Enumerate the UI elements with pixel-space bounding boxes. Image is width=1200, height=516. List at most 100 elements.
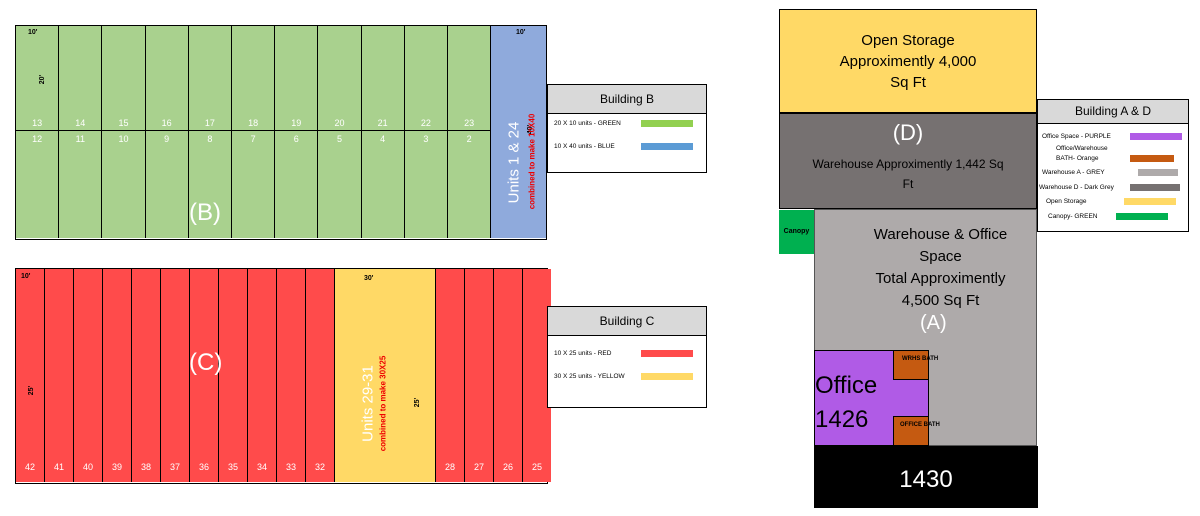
warehouse-a-label-2: Space (919, 248, 962, 265)
legend-ad-swatch (1130, 184, 1180, 191)
building-b-unit[interactable]: 8 (188, 131, 232, 238)
building-c-yellow-height-dim: 25' (414, 397, 422, 408)
building-b-unit-number: 6 (293, 134, 299, 144)
wrhs-bath-label: WRHS BATH (902, 356, 939, 362)
building-c-unit[interactable]: 32 (306, 269, 335, 482)
building-c-unit-number: 27 (473, 462, 484, 472)
legend-b-row-label: 10 X 40 units - BLUE (554, 143, 615, 150)
building-b-unit[interactable]: 17 (188, 26, 232, 131)
building-b-unit[interactable]: 6 (275, 131, 319, 238)
building-b-unit[interactable]: 2 (448, 131, 492, 238)
legend-building-b-title: Building B (548, 85, 706, 114)
open-storage-area[interactable]: Open Storage Approximently 4,000 Sq Ft (779, 9, 1037, 113)
building-c-unit[interactable]: 42 (16, 269, 45, 482)
building-c-unit-number: 28 (444, 462, 455, 472)
building-c-unit[interactable]: 39 (103, 269, 132, 482)
building-c-unit[interactable]: 33 (277, 269, 306, 482)
building-b-unit[interactable]: 11 (59, 131, 103, 238)
warehouse-a-label: Warehouse & Office (873, 226, 1008, 243)
canopy-label: Canopy (783, 228, 810, 235)
building-c-unit[interactable]: 35 (219, 269, 248, 482)
building-b-unit[interactable]: 20 (318, 26, 362, 131)
building-b-unit-number: 22 (420, 118, 431, 128)
unit-1430[interactable]: 1430 (814, 446, 1038, 508)
building-b-unit[interactable]: 18 (232, 26, 276, 131)
building-c-unit[interactable]: 40 (74, 269, 103, 482)
building-b-unit[interactable]: 10 (102, 131, 146, 238)
building-b-unit[interactable]: 4 (361, 131, 405, 238)
building-b-unit[interactable]: 19 (275, 26, 319, 131)
building-c-unit[interactable]: 38 (132, 269, 161, 482)
building-b-unit[interactable]: 3 (404, 131, 448, 238)
open-storage-label: Open Storage (861, 32, 955, 49)
legend-ad-row-label: Office Space - PURPLE (1042, 133, 1111, 140)
building-c-combined-title: Units 29-31 (359, 365, 377, 442)
building-b-unit-number: 7 (250, 134, 256, 144)
building-b-unit-number: 2 (466, 134, 472, 144)
building-b-combined-unit[interactable] (491, 26, 546, 238)
building-c-unit[interactable]: 41 (45, 269, 74, 482)
building-c-unit-number: 42 (24, 462, 35, 472)
legend-ad-row-label: Warehouse A - GREY (1042, 169, 1105, 176)
building-b-unit[interactable]: 14 (59, 26, 103, 131)
building-c-unit[interactable]: 28 (436, 269, 465, 482)
legend-building-b: Building B 20 X 10 units - GREEN 10 X 40… (547, 84, 707, 173)
legend-ad-swatch (1130, 133, 1182, 140)
building-b-unit-number: 8 (207, 134, 213, 144)
building-b-unit[interactable]: 13 (16, 26, 60, 131)
building-b-unit[interactable]: 12 (16, 131, 60, 238)
building-b-unit[interactable]: 7 (232, 131, 276, 238)
building-b-blue-width-dim: 10' (516, 29, 526, 36)
building-b-unit-number: 13 (32, 118, 43, 128)
building-c-unit-number: 39 (111, 462, 122, 472)
building-c-unit-number: 36 (198, 462, 209, 472)
legend-b-blue-swatch (641, 143, 693, 150)
warehouse-a-total: Total Approximently (875, 270, 1006, 287)
building-b-unit-number: 18 (248, 118, 259, 128)
building-b-height-dim: 20' (39, 74, 47, 85)
legend-building-c: Building C 10 X 25 units - RED 30 X 25 u… (547, 306, 707, 408)
building-b-letter: (B) (189, 199, 221, 226)
office-bath[interactable]: OFFICE BATH (893, 416, 940, 446)
building-c-unit[interactable]: 34 (248, 269, 277, 482)
warehouse-d-letter: (D) (892, 120, 924, 145)
building-c-unit-number: 34 (256, 462, 267, 472)
legend-ad-swatch (1138, 169, 1178, 176)
legend-c-yellow-swatch (641, 373, 693, 380)
building-c-combined-unit[interactable] (335, 269, 436, 482)
canopy-area[interactable]: Canopy (779, 210, 814, 254)
building-c-unit[interactable]: 27 (465, 269, 494, 482)
warehouse-a-letter: (A) (920, 312, 947, 334)
legend-ad-swatch (1124, 198, 1176, 205)
building-c-letter: (C) (189, 349, 223, 376)
building-b-unit[interactable]: 9 (145, 131, 189, 238)
building-b-unit-number: 19 (291, 118, 302, 128)
building-b-unit[interactable]: 5 (318, 131, 362, 238)
warehouse-a-size: 4,500 Sq Ft (901, 292, 980, 309)
building-c-unit-number: 26 (502, 462, 513, 472)
building-b-unit[interactable]: 15 (102, 26, 146, 131)
building-b-combined-note: combined to make 10X40 (527, 113, 537, 210)
warehouse-bath[interactable]: WRHS BATH (893, 350, 938, 380)
building-b-unit[interactable]: 16 (145, 26, 189, 131)
building-b-unit-number: 20 (334, 118, 345, 128)
building-b-unit[interactable]: 22 (404, 26, 448, 131)
legend-ad-row-label: Warehouse D - Dark Grey (1039, 184, 1114, 191)
building-c-unit-number: 33 (285, 462, 296, 472)
building-b-unit[interactable]: 21 (361, 26, 405, 131)
building-c-unit[interactable]: 25 (523, 269, 551, 482)
building-b-unit[interactable]: 23 (448, 26, 492, 131)
legend-b-green-swatch (641, 120, 693, 127)
building-c-height-dim: 25' (28, 385, 36, 396)
building-c-unit[interactable]: 36 (190, 269, 219, 482)
building-c-unit[interactable]: 37 (161, 269, 190, 482)
building-b-unit-number: 3 (423, 134, 429, 144)
building-c-unit-number: 32 (314, 462, 325, 472)
legend-ad-row-label: BATH- Orange (1056, 155, 1099, 162)
warehouse-d-area[interactable]: (D) Warehouse Approximently 1,442 Sq Ft (779, 113, 1037, 209)
open-storage-size: Approximently 4,000 (839, 53, 977, 70)
building-c-unit[interactable]: 26 (494, 269, 523, 482)
